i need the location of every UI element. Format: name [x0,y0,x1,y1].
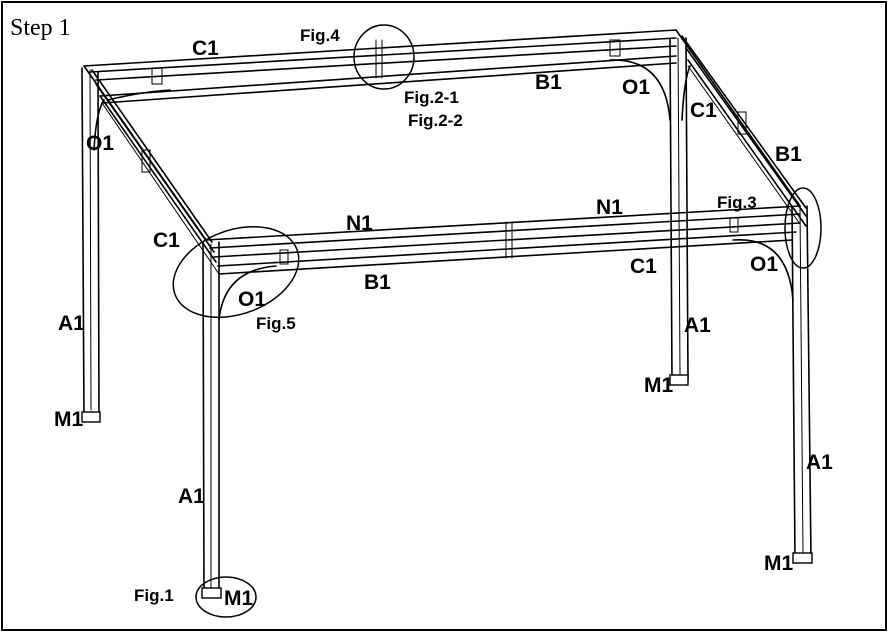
beam-left-side [83,65,220,275]
leg-front-left [202,241,220,595]
label-o1-front-right: O1 [750,253,778,276]
leg-back-right [669,37,689,381]
leg-front-right [791,205,812,561]
brace-back-right [609,59,671,121]
brace-back-right-side [681,65,691,121]
label-b1-back: B1 [535,71,562,94]
foot-plate-front-left [201,587,222,599]
brace-back-left [107,89,171,101]
label-o1-back-right: O1 [622,76,650,99]
label-a1-back-right: A1 [684,314,711,337]
label-o1-back-left: O1 [86,132,114,155]
label-n1-left: N1 [346,212,373,235]
label-a1-front-left: A1 [178,485,205,508]
brace-front-right [732,239,794,301]
label-m1-front-left: M1 [224,587,253,610]
label-fig-2-1: Fig.2-1 [404,88,459,107]
step-title: Step 1 [10,15,71,41]
callout-fig-1 [195,576,257,618]
label-fig-5: Fig.5 [256,314,296,333]
label-b1-front: B1 [364,271,391,294]
foot-plate-front-right [792,552,813,564]
label-c1-right: C1 [690,99,717,122]
brace-back-left-side [93,99,105,151]
label-c1-front: C1 [630,255,657,278]
label-m1-back-left: M1 [54,408,83,431]
label-fig-3: Fig.3 [717,193,757,212]
label-m1-front-right: M1 [764,552,793,575]
brace-front-left [218,265,277,321]
label-c1-back: C1 [192,37,219,60]
label-n1-right: N1 [596,196,623,219]
callout-fig-3 [784,187,822,269]
label-m1-back-right: M1 [644,374,673,397]
label-fig-1: Fig.1 [134,586,174,605]
beam-back [83,29,677,104]
label-a1-back-left: A1 [58,312,85,335]
leg-back-left [81,67,100,419]
foot-plate-back-right [669,374,689,386]
beam-right-side [675,29,807,227]
label-fig-2-2: Fig.2-2 [408,111,463,130]
label-o1-front-left: O1 [238,288,266,311]
foot-plate-back-left [81,411,101,423]
label-c1-left: C1 [153,229,180,252]
callout-fig-4 [353,24,415,90]
callout-fig-5 [172,225,300,319]
label-a1-front-right: A1 [806,451,833,474]
beam-front [205,205,801,275]
label-b1-right: B1 [775,143,802,166]
label-fig-4: Fig.4 [300,26,340,45]
